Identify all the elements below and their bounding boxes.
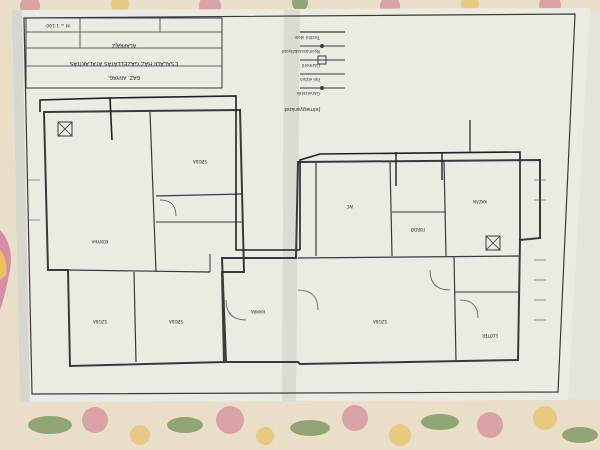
- wall: [297, 255, 521, 259]
- room-label: SZOBA: [169, 319, 183, 324]
- room-label: SZOBA: [93, 319, 107, 324]
- flower: [256, 427, 274, 445]
- title-line-3: ALAPRAJZ: [111, 42, 136, 48]
- gas-pipe: [39, 97, 113, 141]
- flower: [342, 405, 368, 431]
- title-block-frame: [25, 17, 223, 89]
- dimension-marks: [28, 179, 546, 321]
- outer-wall: [42, 108, 246, 368]
- leaf: [28, 416, 72, 434]
- door-swing: [159, 199, 177, 217]
- paper-sheet: [12, 8, 590, 402]
- wall: [453, 255, 457, 363]
- wall: [155, 193, 243, 197]
- title-scale: M = 1:100: [46, 22, 70, 28]
- floral-pattern-bottom: [28, 405, 598, 446]
- title-line-1: GAZ. ANYAG.: [107, 74, 140, 80]
- leaf: [167, 417, 203, 433]
- legend-item: Tisztító idom: [294, 35, 321, 40]
- legend-item: Fali elzáró: [299, 77, 320, 82]
- room-label: KAZÁN: [473, 199, 487, 204]
- yellow-cushion: [0, 250, 7, 280]
- flower: [533, 406, 557, 430]
- room-label: ELŐTÉR: [482, 333, 498, 338]
- leaf: [421, 414, 459, 430]
- wall: [67, 269, 211, 273]
- flower: [216, 406, 244, 434]
- room-label: WC: [346, 204, 353, 209]
- leaf: [562, 427, 598, 443]
- room-label: FÜRDŐ: [411, 227, 425, 232]
- paper-fold-shadow: [282, 10, 300, 402]
- door-swings: [159, 199, 479, 321]
- drawing-frame: [23, 13, 576, 395]
- chimney-cross: [485, 235, 501, 251]
- wall: [149, 111, 157, 273]
- wall: [389, 161, 393, 257]
- room-label: SZOBA: [193, 159, 207, 164]
- room-label: SZOBA: [373, 319, 387, 324]
- paper-left-curl: [12, 10, 30, 402]
- legend: Jelmagyarázat Gázvezeték Fali elzáró Gáz…: [281, 31, 345, 113]
- door-swing: [429, 269, 451, 291]
- legend-marker: [320, 86, 324, 90]
- flower: [389, 424, 411, 446]
- door-swing: [225, 299, 247, 321]
- legend-marker: [317, 55, 327, 65]
- door-swing: [297, 289, 319, 311]
- door-swing: [459, 299, 479, 319]
- legend-item: Gázvezeték: [296, 91, 320, 96]
- gas-pipe: [109, 95, 300, 251]
- legend-marker: [320, 44, 324, 48]
- room-label: KAMRA: [251, 309, 265, 314]
- chimney-cross: [57, 121, 73, 137]
- flower: [292, 0, 308, 11]
- wall: [133, 271, 137, 363]
- flower: [130, 425, 150, 445]
- title-block: GAZ. ANYAG. CSALÁDI HÁZ GÁZELLÁTÁS ÁTALA…: [25, 17, 223, 89]
- floor-plan-left-wing: [42, 108, 246, 368]
- chimney: [485, 235, 501, 251]
- gas-pipe: [299, 151, 521, 250]
- legend-item: Nyomásszabályozó: [281, 49, 320, 54]
- wall: [443, 159, 447, 257]
- chimney: [57, 121, 73, 137]
- title-line-2: CSALÁDI HÁZ GÁZELLÁTÁS ÁTALAKÍTÁS: [69, 60, 178, 67]
- legend-heading: Jelmagyarázat: [284, 106, 321, 113]
- room-labels: KONYHA SZOBA SZOBA SZOBA SZOBA KAZÁN FÜR…: [91, 159, 497, 338]
- flower: [82, 407, 108, 433]
- flower: [477, 412, 503, 438]
- room-label: KONYHA: [91, 239, 108, 244]
- leaf: [290, 420, 330, 436]
- legend-item: Gázmérő: [301, 63, 320, 68]
